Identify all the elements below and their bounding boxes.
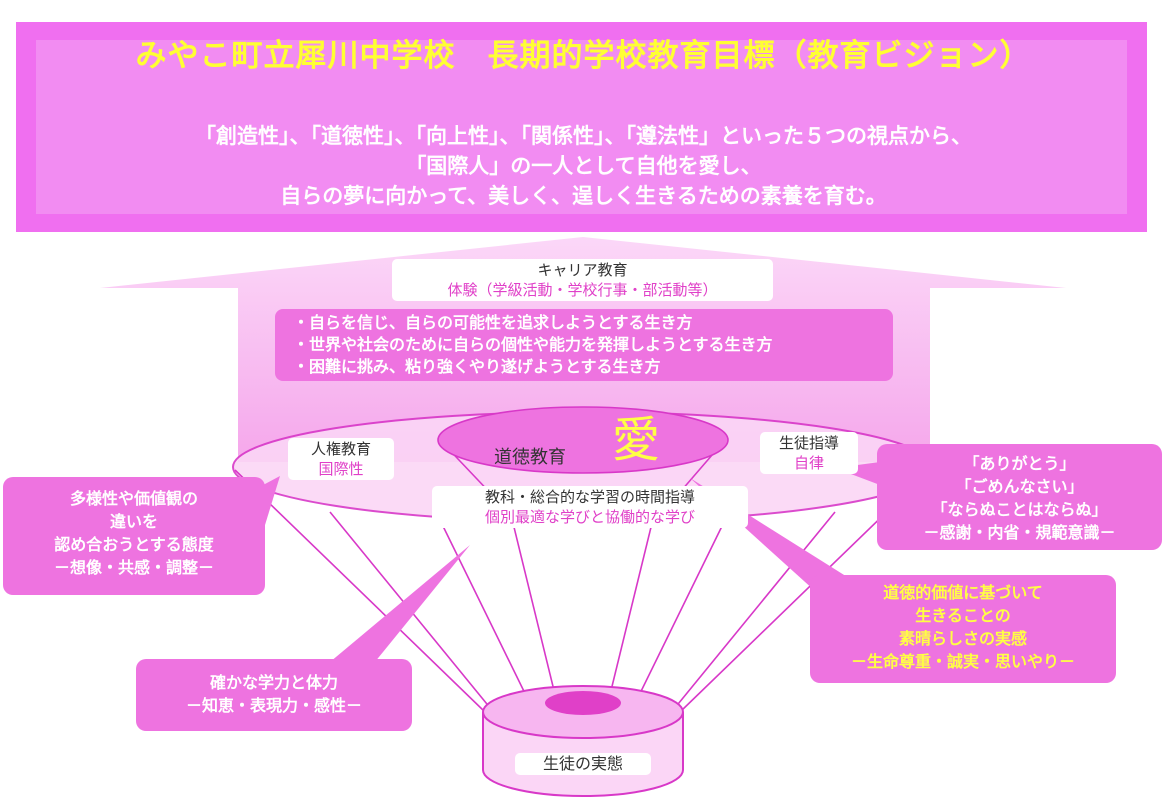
base-core [545,691,621,715]
callout-line: 生きることの [915,606,1011,625]
human-rights-label: 人権教育 国際性 [288,438,394,480]
callout-line: 確かな学力と体力 [209,673,338,692]
human-rights-subtitle: 国際性 [318,460,364,478]
student-reality-label: 生徒の実態 [515,753,651,775]
subjects-subtitle: 個別最適な学びと協働的な学び [484,508,695,526]
moral-ellipse [437,406,729,474]
diversity-callout: 多様性や価値観の 違いを 認め合おうとする態度 －想像・共感・調整－ [3,477,265,595]
callout-line: 違いを [109,512,158,531]
career-subtitle: 体験（学級活動・学校行事・部活動等） [447,281,718,299]
career-item: ・困難に挑み、粘り強くやり遂げようとする生き方 [293,357,661,376]
callout-line: 「ならぬことはならぬ」 [931,500,1108,519]
callout-line: －想像・共感・調整－ [53,558,214,577]
moral-education-label: 道徳教育 [494,447,566,468]
vision-line-2: 「国際人」の一人として自他を愛し、 [405,154,762,178]
callout-line: 認め合おうとする態度 [54,535,214,554]
callout-line: －知恵・表現力・感性－ [185,696,362,715]
career-list: ・自らを信じ、自らの可能性を追求しようとする生き方 ・世界や社会のために自らの個… [275,309,893,381]
career-education-label: キャリア教育 体験（学級活動・学校行事・部活動等） [392,259,773,301]
callout-line: 「ごめんなさい」 [955,477,1084,496]
student-guidance-label: 生徒指導 自律 [760,432,858,474]
career-title: キャリア教育 [537,261,628,279]
callout-line: 「ありがとう」 [963,454,1076,473]
academic-callout: 確かな学力と体力 －知恵・表現力・感性－ [136,659,412,731]
guidance-title: 生徒指導 [778,434,839,452]
vision-header [16,22,1147,232]
moral-value-callout: 道徳的価値に基づいて 生きることの 素晴らしさの実感 －生命尊重・誠実・思いやり… [810,575,1116,683]
callout-line: －感謝・内省・規範意識－ [923,523,1116,542]
callout-line: －生命尊重・誠実・思いやり－ [850,652,1075,671]
career-item: ・自らを信じ、自らの可能性を追求しようとする生き方 [293,313,693,332]
page-title: みやこ町立犀川中学校 長期的学校教育目標（教育ビジョン） [135,38,1032,74]
pointer-academic [330,545,470,668]
callout-line: 素晴らしさの実感 [898,629,1027,648]
vision-line-3: 自らの夢に向かって、美しく、逞しく生きるための素養を育む。 [280,184,887,208]
callout-line: 道徳的価値に基づいて [883,583,1043,602]
subjects-title: 教科・総合的な学習の時間指導 [484,488,695,506]
love-label: 愛 [612,412,661,468]
gratitude-callout: 「ありがとう」 「ごめんなさい」 「ならぬことはならぬ」 －感謝・内省・規範意識… [877,444,1162,550]
callout-line: 多様性や価値観の [69,489,198,508]
vision-line-1: 「創造性」、「道徳性」、「向上性」、「関係性」、「遵法性」といった５つの視点から… [195,124,972,148]
guidance-subtitle: 自律 [793,454,824,472]
cone-lines [234,469,931,725]
human-rights-title: 人権教育 [310,440,371,458]
subjects-label: 教科・総合的な学習の時間指導 個別最適な学びと協働的な学び [432,486,748,528]
career-item: ・世界や社会のために自らの個性や能力を発揮しようとする生き方 [293,335,773,354]
